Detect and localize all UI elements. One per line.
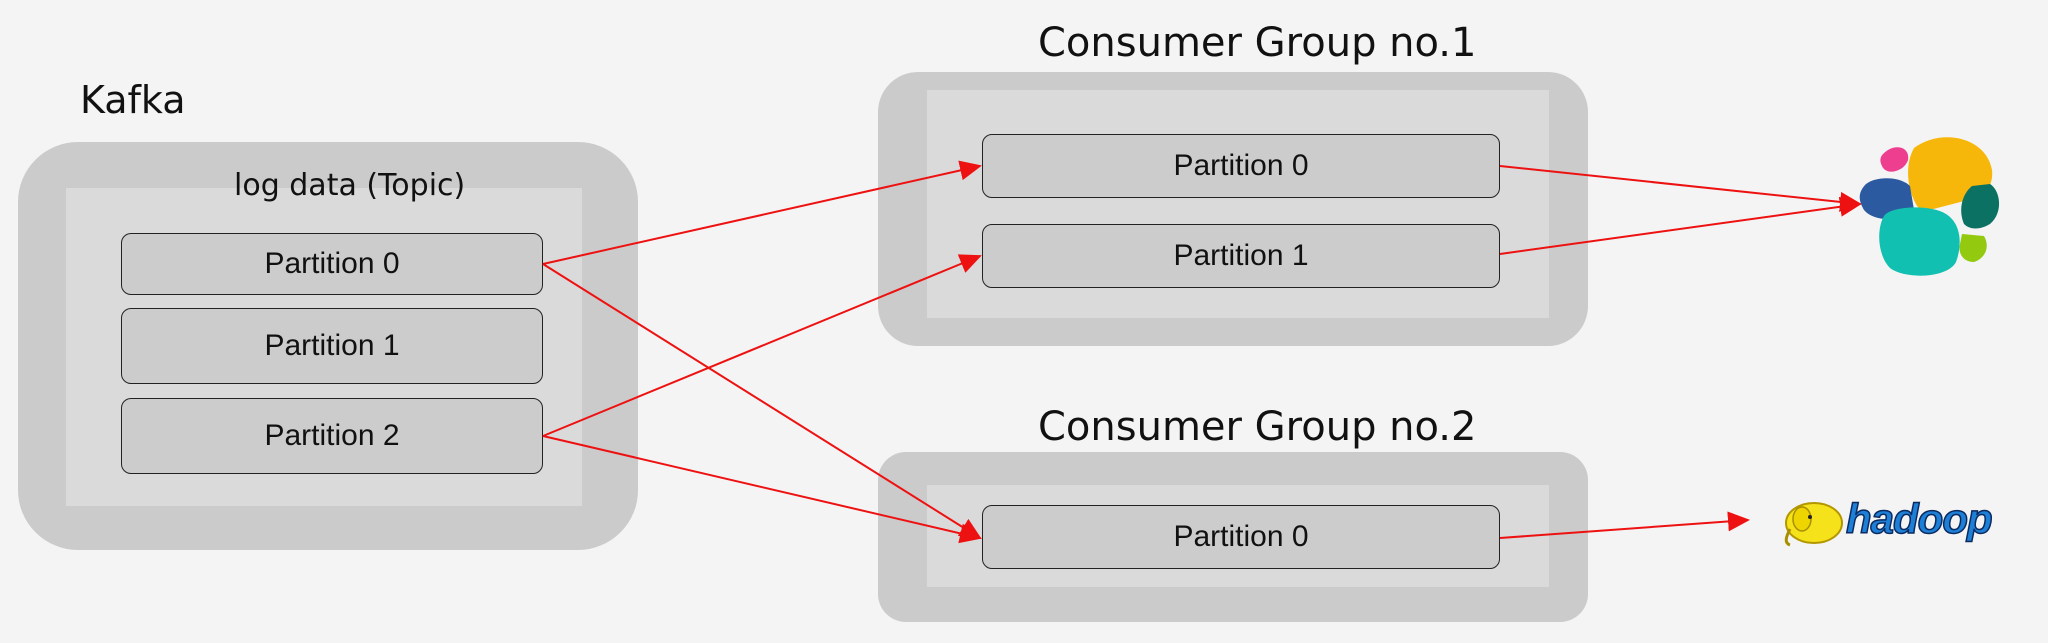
group1-partition-1: Partition 1	[982, 224, 1500, 288]
group1-partition-0: Partition 0	[982, 134, 1500, 198]
arrow-k0-to-g2p0	[542, 263, 982, 540]
elasticsearch-logo-icon	[1859, 137, 2000, 276]
group2-partition-0: Partition 0	[982, 505, 1500, 569]
arrow-k2-to-g2p0	[542, 435, 982, 544]
kafka-partition-2: Partition 2	[121, 398, 543, 474]
arrow-g1p1-to-elastic	[1499, 196, 1862, 255]
hadoop-logo-text: hadoop	[1845, 494, 1993, 543]
arrow-k0-to-g1p0	[542, 160, 982, 265]
arrow-k2-to-g1p1	[542, 254, 982, 437]
hadoop-elephant-icon	[1784, 502, 1843, 547]
consumer-group-1-title: Consumer Group no.1	[1038, 20, 1477, 66]
kafka-partition-0: Partition 0	[121, 233, 543, 295]
topic-label: log data (Topic)	[234, 168, 466, 203]
consumer-group-2-title: Consumer Group no.2	[1038, 404, 1477, 450]
arrow-g2p0-to-hadoop	[1499, 511, 1750, 539]
kafka-partition-1: Partition 1	[121, 308, 543, 384]
arrow-g1p0-to-elastic	[1499, 165, 1862, 212]
hadoop-logo: hadoop	[1780, 493, 2032, 551]
kafka-title: Kafka	[80, 78, 186, 122]
